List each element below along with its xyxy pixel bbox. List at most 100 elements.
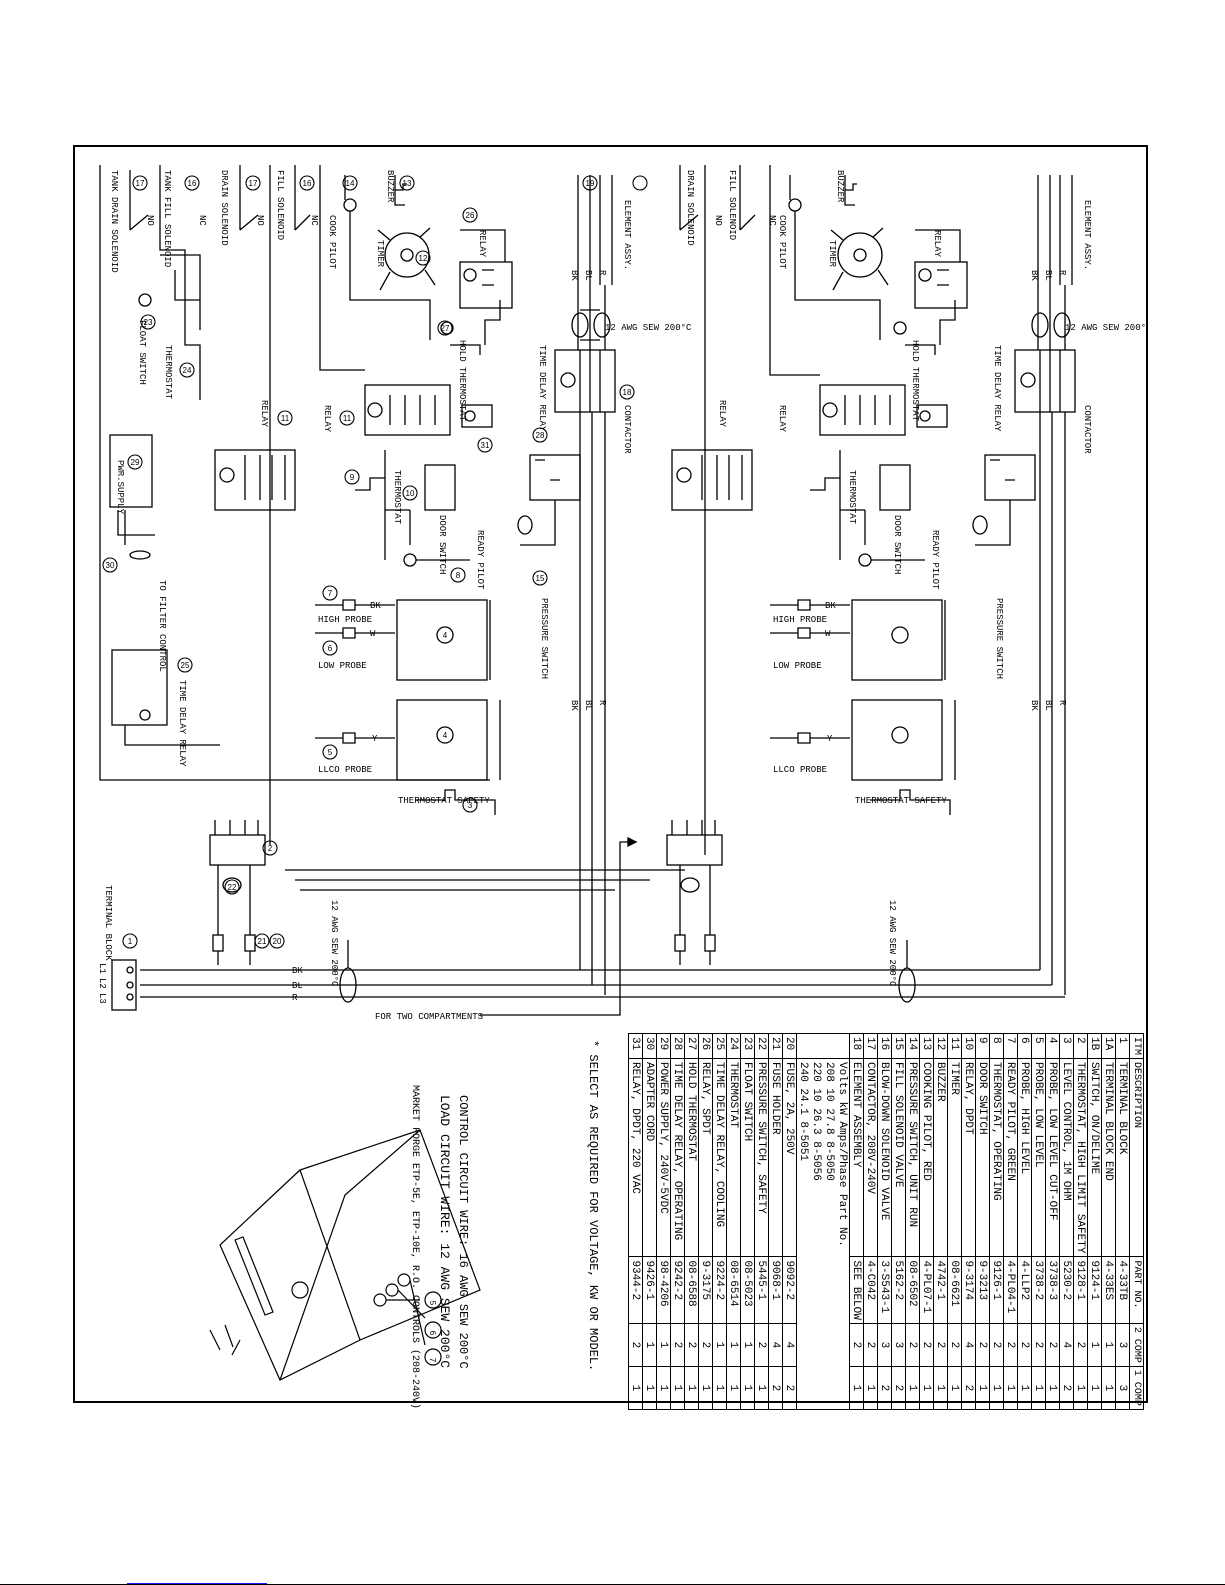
callout-8: 8	[456, 571, 461, 580]
cell-part-no: 4-33ES	[1101, 1256, 1116, 1324]
element-subtable-values: 208 10 27.8 8-5050	[823, 1058, 836, 1410]
cell-description: RELAY, DPDT	[961, 1058, 976, 1257]
label-wire-spec-top-left: 12 AWG SEW 200°C	[605, 323, 692, 333]
cell-part-no: 9-3175	[698, 1256, 713, 1324]
callout-28: 28	[536, 431, 545, 440]
callout-21: 21	[258, 937, 267, 946]
callout-4a: 4	[443, 631, 448, 640]
cell-qty-1comp: 1	[698, 1366, 713, 1410]
cell-qty-1comp: 1	[919, 1366, 934, 1410]
cell-part-no: 9242-2	[670, 1256, 685, 1324]
wire-code-bl-2: BL	[1043, 270, 1053, 281]
cell-part-no: 08-6502	[905, 1256, 920, 1324]
cell-qty-2comp: 2	[1031, 1323, 1046, 1367]
cell-qty-2comp: 2	[989, 1323, 1004, 1367]
wire-code-bk-4: BK	[1029, 700, 1039, 711]
element-subtable-row: 240 24.1 8-5051	[796, 1033, 810, 1410]
cell-qty-1comp: 1	[947, 1366, 962, 1410]
probe-code-w: W	[370, 629, 376, 639]
callout-7: 7	[328, 589, 333, 598]
cell-description: TERMINAL BLOCK	[1115, 1058, 1130, 1257]
cell-qty-1comp: 1	[975, 1366, 990, 1410]
label-thermostat-10-r: THERMOSTAT	[847, 470, 857, 525]
supply-code-bk: BK	[292, 966, 303, 976]
callout-13: 13	[403, 179, 412, 188]
select-note: * SELECT AS REQUIRED FOR VOLTAGE, KW OR …	[586, 1040, 600, 1372]
cell-part-no: 3-S543-1	[877, 1256, 892, 1324]
label-relay-26: RELAY	[477, 230, 487, 258]
wire-code-bk-1: BK	[569, 270, 579, 281]
control-wire-note: CONTROL CIRCUIT WIRE: 16 AWG SEW 200°C	[456, 1095, 470, 1369]
label-relay-11-lower: RELAY	[259, 400, 269, 428]
cell-qty-2comp: 2	[1045, 1323, 1060, 1367]
label-hold-thermostat: HOLD THERMOSTAT	[457, 340, 467, 422]
cell-part-no: 98-4206	[656, 1256, 671, 1324]
page-footer-link[interactable]	[127, 1583, 267, 1584]
header-qty-1comp: 1 COMP	[1129, 1366, 1144, 1410]
label-no-2: NO	[255, 215, 265, 226]
cell-part-no: 08-5023	[740, 1256, 755, 1324]
label-door-switch-r: DOOR SWITCH	[892, 515, 902, 574]
probe-callout-6: 6	[428, 1331, 437, 1336]
cell-itm: 17	[863, 1033, 878, 1059]
cell-itm: 1	[1115, 1033, 1130, 1059]
label-low-probe: LOW PROBE	[318, 661, 367, 671]
cell-itm: 30	[642, 1033, 657, 1059]
label-time-delay-relay-r: TIME DELAY RELAY	[992, 345, 1002, 432]
cell-part-no: 4-PL04-1	[1003, 1256, 1018, 1324]
cell-part-no: 9426-1	[642, 1256, 657, 1324]
cell-qty-1comp: 1	[1087, 1366, 1102, 1410]
callout-29: 29	[131, 458, 140, 467]
cell-itm: 10	[961, 1033, 976, 1059]
label-wire-spec-right: 12 AWG SEW 200°C	[887, 900, 897, 987]
cell-qty-2comp: 2	[670, 1323, 685, 1367]
cell-description: TIME DELAY RELAY, COOLING	[712, 1058, 727, 1257]
probe-code-w-r: W	[825, 629, 831, 639]
wiring-schematic: TANK FILL SOLENOID TANK DRAIN SOLENOID D…	[97, 165, 1147, 1381]
cell-description: FILL SOLENOID VALVE	[891, 1058, 906, 1257]
label-nc-2: NC	[309, 215, 319, 226]
cell-qty-2comp: 2	[1073, 1323, 1088, 1367]
cell-qty-2comp: 1	[1101, 1323, 1116, 1367]
cell-part-no: 08-6514	[726, 1256, 741, 1324]
label-for-two-compartments: FOR TWO COMPARTMENTS	[375, 1012, 483, 1022]
header-itm: ITM	[1129, 1033, 1144, 1059]
cell-qty-2comp: 3	[1115, 1323, 1130, 1367]
callout-24: 24	[183, 366, 192, 375]
label-llco-probe: LLCO PROBE	[318, 765, 372, 775]
callout-9: 9	[350, 473, 355, 482]
label-ready-pilot: READY PILOT	[475, 530, 485, 590]
supply-code-r: R	[292, 993, 298, 1003]
cell-qty-2comp: 2	[754, 1323, 769, 1367]
cell-description: RELAY, DPDT, 220 VAC	[628, 1058, 643, 1257]
label-no-1: NO	[145, 215, 155, 226]
cell-part-no: 08-6588	[684, 1256, 699, 1324]
cell-description: THERMOSTAT	[726, 1058, 741, 1257]
cell-description: TIME DELAY RELAY, OPERATING	[670, 1058, 685, 1257]
cell-part-no: 9126-1	[989, 1256, 1004, 1324]
cell-qty-1comp: 1	[754, 1366, 769, 1410]
callout-4b: 4	[443, 731, 448, 740]
cell-itm: 21	[768, 1033, 783, 1059]
callout-6: 6	[328, 644, 333, 653]
cell-description: BLOW-DOWN SOLENOID VALVE	[877, 1058, 892, 1257]
label-cook-pilot-r: COOK PILOT	[777, 215, 787, 270]
load-wire-note: LOAD CIRCUIT WIRE: 12 AWG SEW 200°C	[437, 1095, 452, 1369]
callout-16: 16	[188, 179, 197, 188]
cell-description: FLOAT SWITCH	[740, 1058, 755, 1257]
cell-description: BUZZER	[933, 1058, 948, 1257]
callout-2: 2	[268, 844, 273, 853]
callout-3: 3	[468, 801, 473, 810]
